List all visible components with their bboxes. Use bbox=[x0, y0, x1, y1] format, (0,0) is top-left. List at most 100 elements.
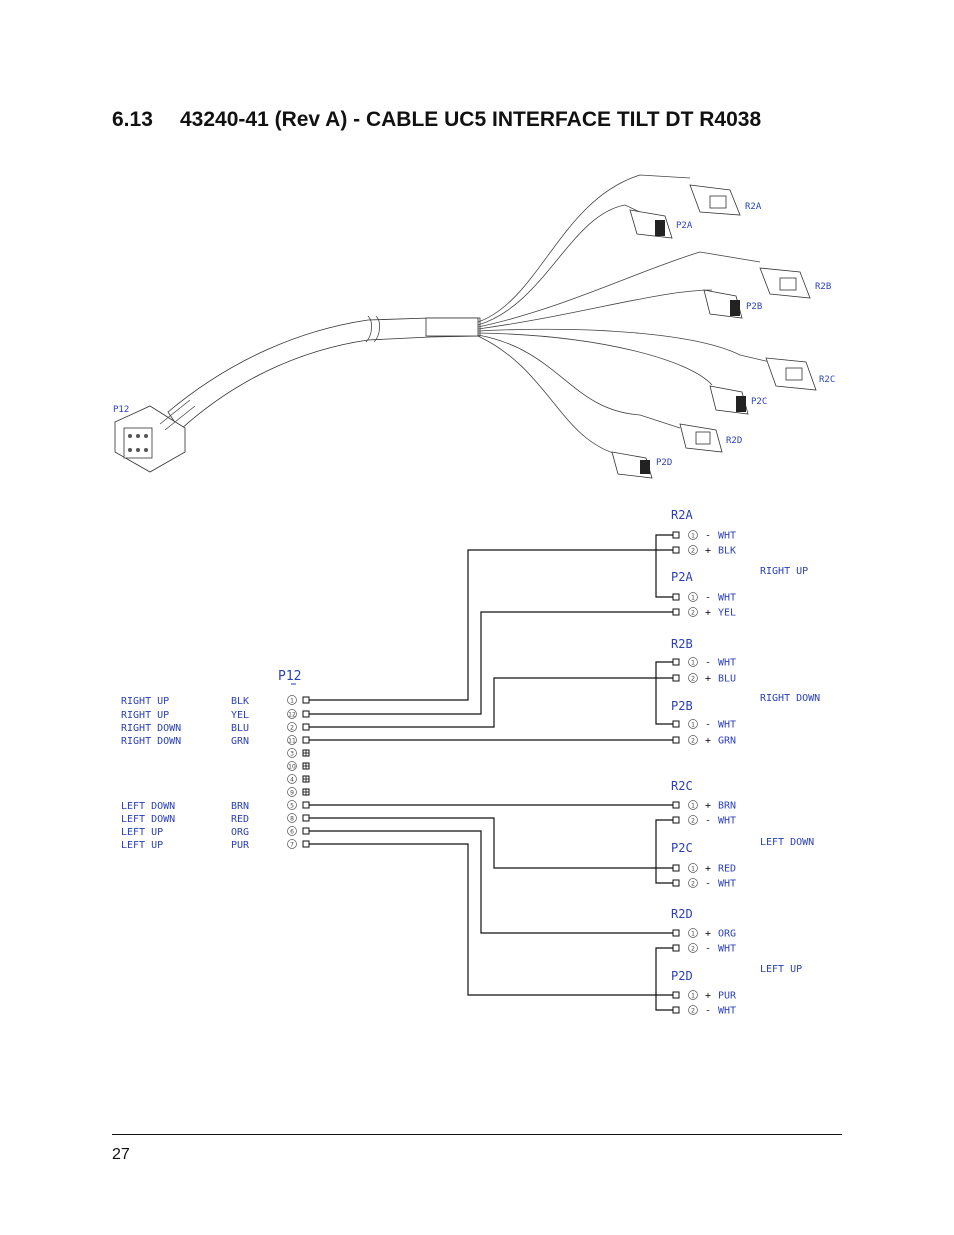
signal-wire bbox=[309, 817, 673, 869]
branch-connector-label: R2C bbox=[671, 779, 693, 793]
branch-pin-polarity: - bbox=[705, 593, 711, 604]
signal-wire bbox=[309, 677, 673, 728]
p12-row-function: RIGHT DOWN bbox=[121, 736, 181, 747]
p12-pin-circle bbox=[287, 774, 297, 784]
p12-pin-number: 8 bbox=[290, 816, 294, 823]
section-number: 6.13 bbox=[112, 108, 153, 131]
p12-pin-circle bbox=[287, 826, 297, 836]
p12-row-function: LEFT DOWN bbox=[121, 801, 175, 812]
wht-return-wire bbox=[655, 661, 673, 725]
branch-connector-label: P2C bbox=[671, 841, 693, 855]
branch-pin-number: 1 bbox=[691, 533, 695, 540]
branch-pin-circle bbox=[688, 607, 698, 617]
branch-pin-polarity: - bbox=[705, 1006, 711, 1017]
cable-illustration: P12 R2A P2A R2B P2B bbox=[113, 174, 835, 479]
p12-pin-terminal bbox=[302, 710, 310, 718]
branch-pin-polarity: + bbox=[705, 546, 711, 557]
branch-pin-terminal bbox=[672, 801, 680, 809]
branch-pin-terminal bbox=[672, 991, 680, 999]
branch-pin-wire-color: WHT bbox=[718, 531, 736, 542]
signal-wire bbox=[309, 830, 673, 934]
branch-pin-wire-color: BLK bbox=[718, 546, 736, 557]
p12-row-function: RIGHT DOWN bbox=[121, 723, 181, 734]
p12-pin-terminal bbox=[302, 723, 310, 731]
branch-pin-wire-color: YEL bbox=[718, 608, 736, 619]
branch-pin-circle bbox=[688, 800, 698, 810]
branch-pin-wire-color: PUR bbox=[718, 991, 737, 1002]
p12-schematic-label: P12 bbox=[278, 669, 301, 684]
branch-pin-circle bbox=[688, 719, 698, 729]
branch-pin-circle bbox=[688, 815, 698, 825]
p12-row-wire-color: BLK bbox=[231, 696, 249, 707]
branch-pin-wire-color: BRN bbox=[718, 801, 736, 812]
p12-pin-circle bbox=[287, 735, 297, 745]
p12-illustration-label: P12 bbox=[113, 405, 129, 415]
branch-pin-number: 1 bbox=[691, 931, 695, 938]
branch-pin-polarity: + bbox=[705, 608, 711, 619]
branch-pin-circle bbox=[688, 943, 698, 953]
branch-pin-polarity: + bbox=[705, 801, 711, 812]
branch-pin-polarity: + bbox=[705, 736, 711, 747]
branch-pin-number: 2 bbox=[691, 548, 695, 555]
branch-pin-number: 1 bbox=[691, 803, 695, 810]
p12-row-wire-color: BRN bbox=[231, 801, 249, 812]
branch-pin-polarity: - bbox=[705, 658, 711, 669]
branch-pin-polarity: - bbox=[705, 944, 711, 955]
branch-pin-polarity: + bbox=[705, 864, 711, 875]
branch-pin-wire-color: WHT bbox=[718, 816, 736, 827]
footer-rule bbox=[112, 1134, 842, 1135]
branch-pin-number: 1 bbox=[691, 595, 695, 602]
illustration-label-r2a: R2A bbox=[745, 202, 762, 212]
signal-wire bbox=[309, 611, 673, 715]
branch-pin-wire-color: WHT bbox=[718, 720, 736, 731]
illustration-label-r2b: R2B bbox=[815, 282, 831, 292]
branch-pin-wire-color: BLU bbox=[718, 674, 736, 685]
p12-pin-circle bbox=[287, 787, 297, 797]
branch-pin-terminal bbox=[672, 879, 680, 887]
p12-pin-circle bbox=[287, 709, 297, 719]
branch-pin-number: 1 bbox=[691, 993, 695, 1000]
p12-pin-circle bbox=[287, 695, 297, 705]
branch-pin-circle bbox=[688, 735, 698, 745]
p12-pin-circle bbox=[287, 800, 297, 810]
branch-pin-polarity: - bbox=[705, 816, 711, 827]
p12-connector-illustration: P12 bbox=[113, 399, 196, 473]
p12-pin-terminal bbox=[302, 736, 310, 744]
p12-pin-number: 9 bbox=[290, 790, 294, 797]
p12-row-function: RIGHT UP bbox=[121, 696, 169, 707]
p12-pin-circle bbox=[287, 748, 297, 758]
branch-connector-label: P2A bbox=[671, 570, 693, 584]
branch-connector-label: R2A bbox=[671, 508, 693, 522]
branch-pin-polarity: + bbox=[705, 929, 711, 940]
branch-pin-terminal bbox=[672, 816, 680, 824]
branch-pin-circle bbox=[688, 592, 698, 602]
p12-pin-circle bbox=[287, 813, 297, 823]
branch-pin-number: 2 bbox=[691, 1008, 695, 1015]
branch-pin-circle bbox=[688, 878, 698, 888]
p12-row-wire-color: YEL bbox=[231, 710, 249, 721]
p12-pin-number: 2 bbox=[290, 725, 294, 732]
branch-pin-number: 2 bbox=[691, 738, 695, 745]
signal-wire bbox=[309, 843, 673, 996]
p12-pin-number: 11 bbox=[288, 738, 296, 745]
branch-pin-terminal bbox=[672, 674, 680, 682]
branch-pin-circle bbox=[688, 545, 698, 555]
p12-pin-circle bbox=[287, 722, 297, 732]
p12-row-wire-color: RED bbox=[231, 814, 249, 825]
p12-pin-number: 7 bbox=[290, 842, 294, 849]
signal-wire bbox=[309, 549, 673, 701]
branch-connector-label: P2B bbox=[671, 699, 693, 713]
illustration-label-p2c: P2C bbox=[751, 397, 767, 407]
branch-pin-polarity: + bbox=[705, 674, 711, 685]
branch-pin-polarity: + bbox=[705, 991, 711, 1002]
p12-pin-terminal bbox=[302, 696, 310, 704]
branch-pin-circle bbox=[688, 673, 698, 683]
branch-connector-label: P2D bbox=[671, 969, 693, 983]
group-function-label: RIGHT UP bbox=[760, 566, 808, 577]
p12-row-wire-color: PUR bbox=[231, 840, 250, 851]
branch-pin-terminal bbox=[672, 864, 680, 872]
group-function-label: RIGHT DOWN bbox=[760, 693, 820, 704]
branch-pin-number: 1 bbox=[691, 660, 695, 667]
